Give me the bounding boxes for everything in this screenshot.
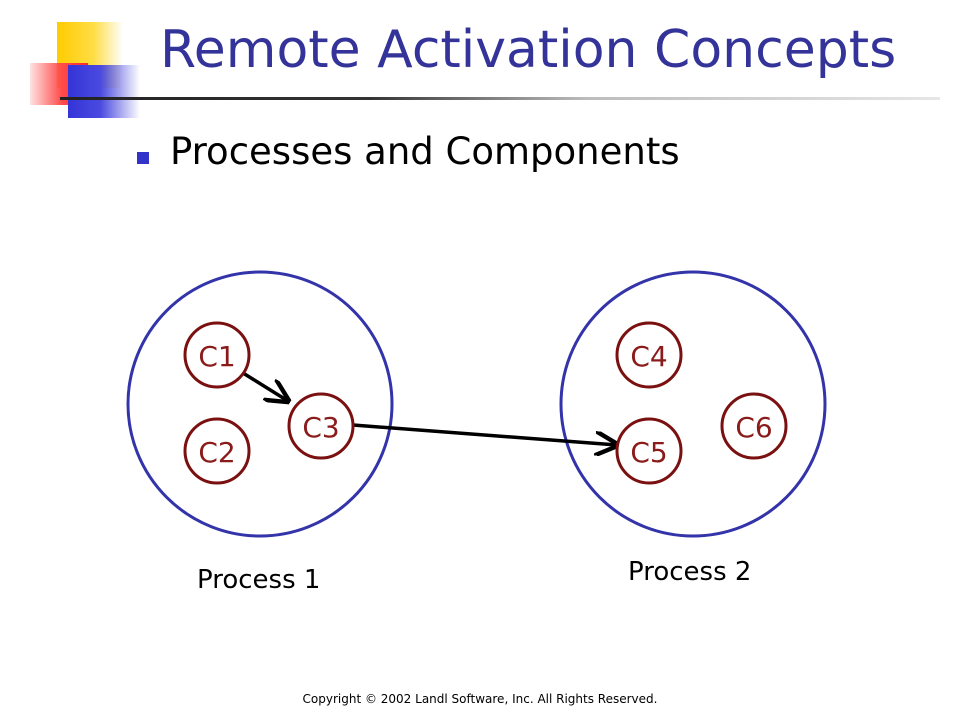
component-c5-label: C5 bbox=[630, 436, 667, 469]
process-2-label: Process 2 bbox=[628, 557, 751, 587]
logo-blue-square bbox=[68, 65, 140, 118]
component-c2-label: C2 bbox=[198, 436, 235, 469]
arrow-c1-to-c3 bbox=[242, 371, 288, 401]
component-c4: C4 bbox=[615, 321, 683, 389]
arrow-c3-to-c5 bbox=[352, 423, 617, 445]
component-c3-label: C3 bbox=[302, 411, 339, 444]
bullet-square-icon bbox=[137, 152, 149, 164]
component-c5: C5 bbox=[615, 417, 683, 485]
component-c1: C1 bbox=[183, 321, 251, 389]
component-c6: C6 bbox=[720, 392, 788, 460]
component-c1-label: C1 bbox=[198, 340, 235, 373]
process-2-circle bbox=[559, 270, 827, 538]
copyright-footer: Copyright © 2002 Landl Software, Inc. Al… bbox=[302, 692, 658, 706]
process-1-circle bbox=[126, 270, 394, 538]
slide-title: Remote Activation Concepts bbox=[160, 20, 897, 80]
process-1-label: Process 1 bbox=[197, 565, 320, 595]
component-c6-label: C6 bbox=[735, 411, 772, 444]
component-c4-label: C4 bbox=[630, 340, 667, 373]
slide-logo bbox=[0, 0, 150, 130]
title-underline bbox=[60, 97, 940, 100]
bullet-text: Processes and Components bbox=[170, 130, 680, 173]
component-c3: C3 bbox=[287, 392, 355, 460]
component-c2: C2 bbox=[183, 417, 251, 485]
